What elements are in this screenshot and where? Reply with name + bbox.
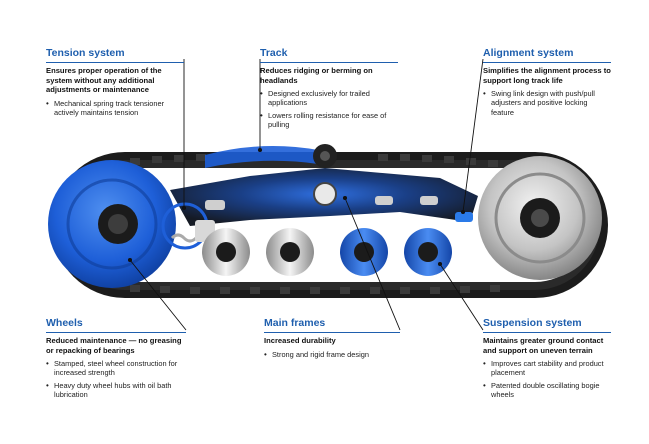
callout-title: Track [260, 47, 398, 63]
callout-bullets: Strong and rigid frame design [264, 350, 400, 359]
callout-bullet: Designed exclusively for trailed applica… [260, 89, 398, 107]
callout-suspension-system: Suspension system Maintains greater grou… [483, 317, 611, 402]
callout-bullets: Swing link design with push/pull adjuste… [483, 89, 611, 117]
callout-track: Track Reduces ridging or berming on head… [260, 47, 398, 132]
callout-tension-system: Tension system Ensures proper operation … [46, 47, 184, 120]
callout-summary: Increased durability [264, 336, 336, 345]
callout-title: Main frames [264, 317, 400, 333]
callout-bullet: Swing link design with push/pull adjuste… [483, 89, 611, 117]
callout-bullet: Stamped, steel wheel construction for in… [46, 359, 186, 377]
callout-wheels: Wheels Reduced maintenance — no greasing… [46, 317, 186, 402]
callout-main-frames: Main frames Increased durability Strong … [264, 317, 400, 362]
callout-summary: Reduces ridging or berming on headlands [260, 66, 373, 85]
alignment-link [455, 212, 473, 222]
callout-bullet: Strong and rigid frame design [264, 350, 400, 359]
callout-bullets: Designed exclusively for trailed applica… [260, 89, 398, 129]
track-highlight [205, 146, 318, 168]
track-lugs-bottom [130, 285, 500, 294]
callout-title: Tension system [46, 47, 184, 63]
callout-summary: Ensures proper operation of the system w… [46, 66, 162, 95]
leader-wheels [129, 259, 187, 331]
callout-summary: Simplifies the alignment process to supp… [483, 66, 611, 85]
callout-title: Alignment system [483, 47, 611, 63]
callout-bullets: Stamped, steel wheel construction for in… [46, 359, 186, 399]
front-wheel [48, 160, 176, 288]
rear-wheel [478, 156, 602, 280]
road-wheel-1 [202, 228, 250, 276]
road-wheel-4 [404, 228, 452, 276]
callout-bullet: Patented double oscillating bogie wheels [483, 381, 611, 399]
callout-bullet: Heavy duty wheel hubs with oil bath lubr… [46, 381, 186, 399]
track-lugs-top [130, 154, 498, 167]
callout-alignment-system: Alignment system Simplifies the alignmen… [483, 47, 611, 120]
callout-bullet: Mechanical spring track tensioner active… [46, 99, 184, 117]
leader-suspension [439, 263, 484, 331]
callout-bullets: Improves cart stability and product plac… [483, 359, 611, 399]
callout-summary: Reduced maintenance — no greasing or rep… [46, 336, 182, 355]
road-wheel-2 [266, 228, 314, 276]
callout-title: Wheels [46, 317, 186, 333]
callout-bullets: Mechanical spring track tensioner active… [46, 99, 184, 117]
leader-frames [344, 197, 401, 331]
callout-summary: Maintains greater ground contact and sup… [483, 336, 604, 355]
callout-title: Suspension system [483, 317, 611, 333]
main-frame [170, 144, 478, 226]
callout-bullet: Lowers rolling resistance for ease of pu… [260, 111, 398, 129]
callout-bullet: Improves cart stability and product plac… [483, 359, 611, 377]
leader-alignment [462, 58, 484, 213]
road-wheel-3 [340, 228, 388, 276]
